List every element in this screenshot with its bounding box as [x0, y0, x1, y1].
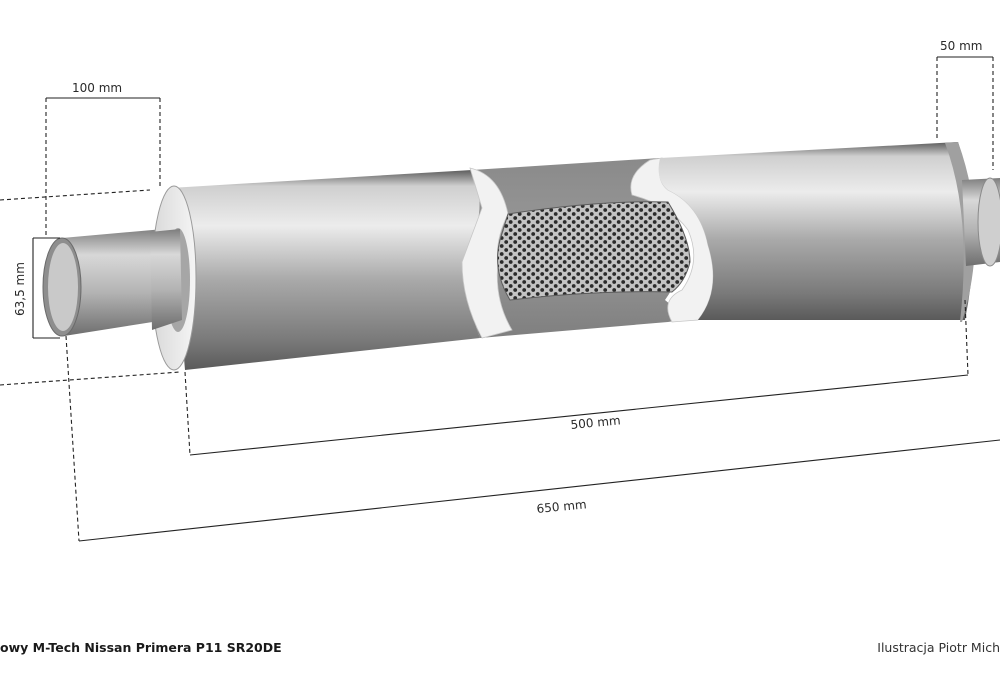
dim-label-100: 100 mm	[72, 81, 122, 95]
muffler-cutaway	[461, 157, 714, 339]
illustration-title: owy M-Tech Nissan Primera P11 SR20DE	[0, 640, 282, 655]
dim-label-500: 500 mm	[570, 413, 621, 432]
dim-label-50: 50 mm	[940, 39, 982, 53]
outlet-pipe	[962, 177, 1000, 267]
dimension-lines	[0, 56, 1000, 542]
illustration-credit: Ilustracja Piotr Mich	[877, 640, 1000, 655]
dim-label-63-5: 63,5 mm	[13, 262, 27, 316]
muffler-body-left	[150, 170, 480, 371]
inlet-pipe	[42, 228, 178, 337]
dim-label-650: 650 mm	[536, 497, 587, 516]
